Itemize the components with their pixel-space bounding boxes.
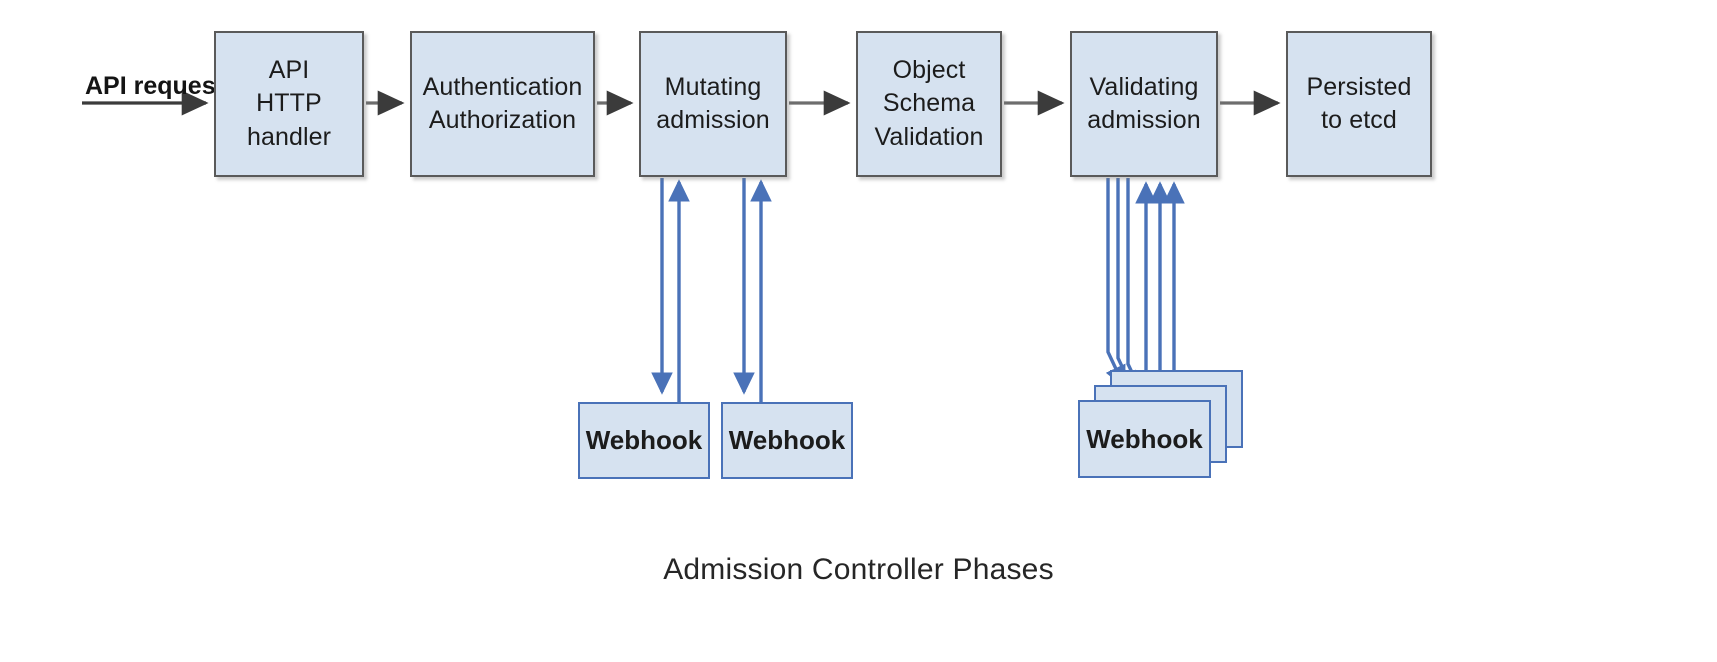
webhook-arrow-validating-webhook-call-3	[1125, 178, 1146, 401]
webhook-arrow-validating-webhook-call-2	[1115, 178, 1136, 395]
phase-label-object-schema-validation: Object Schema Validation	[874, 56, 984, 151]
webhook-arrow-validating-webhook-call-1	[1105, 178, 1126, 389]
phase-box-api-http-handler[interactable]: API HTTP handler	[214, 31, 364, 177]
phase-box-validating-admission[interactable]: Validating admission	[1070, 31, 1218, 177]
webhook-label-validating-webhook-stack: Webhook	[1086, 423, 1203, 454]
diagram-caption: Admission Controller Phases	[663, 553, 1054, 586]
webhook-label-mutating-webhook-2: Webhook	[728, 425, 846, 455]
phase-label-api-http-handler: API HTTP handler	[246, 56, 332, 151]
webhook-box-mutating-webhook-1[interactable]: Webhook	[578, 402, 710, 479]
phase-label-mutating-admission: Mutating admission	[656, 72, 770, 134]
phase-box-object-schema-validation[interactable]: Object Schema Validation	[856, 31, 1002, 177]
webhook-label-mutating-webhook-1: Webhook	[585, 425, 703, 455]
phase-box-mutating-admission[interactable]: Mutating admission	[639, 31, 787, 177]
phase-label-authentication-authorization: Authentication Authorization	[422, 72, 583, 134]
phase-box-authentication-authorization[interactable]: Authentication Authorization	[410, 31, 595, 177]
webhook-box-mutating-webhook-2[interactable]: Webhook	[721, 402, 853, 479]
phase-box-persisted-to-etcd[interactable]: Persisted to etcd	[1286, 31, 1432, 177]
webhook-box-validating-webhook-stack[interactable]: Webhook	[1078, 400, 1211, 478]
phase-label-persisted-to-etcd: Persisted to etcd	[1306, 72, 1412, 134]
api-request-label: API request	[85, 72, 224, 100]
phase-label-validating-admission: Validating admission	[1087, 72, 1201, 134]
